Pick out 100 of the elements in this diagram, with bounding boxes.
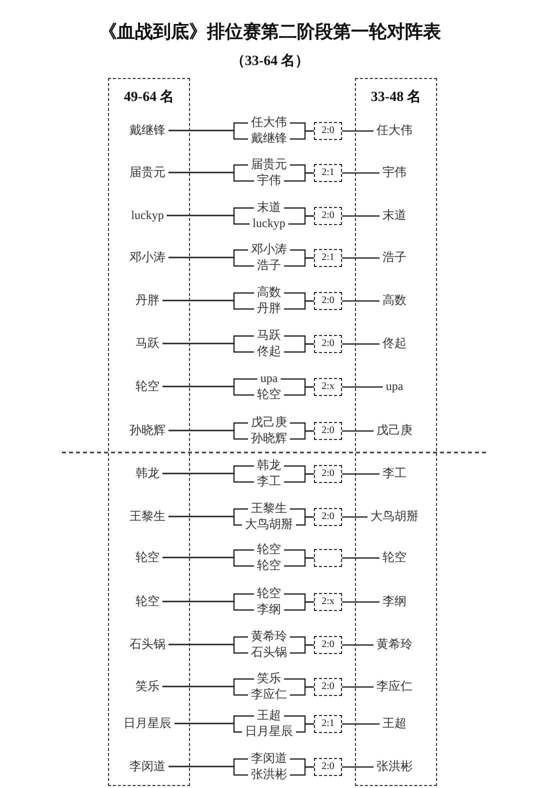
player-name: 丹胖 (257, 302, 281, 316)
player-name: 戊己庚 (251, 416, 287, 430)
player-name: 戴继锋 (130, 124, 166, 138)
score-box: 2:0 (314, 335, 342, 353)
player-name: 佟起 (257, 345, 281, 359)
bracket-line (162, 386, 254, 396)
player-name: upa (386, 380, 404, 394)
player-name: 高数 (257, 286, 281, 300)
player-name: 韩龙 (136, 466, 160, 480)
connector-line (342, 172, 380, 174)
bracket-line (284, 172, 314, 182)
player-name: 李纲 (382, 594, 406, 608)
score-box: 2:x (314, 593, 342, 611)
player-name: 李工 (382, 466, 406, 480)
player-name: 笑乐 (136, 680, 160, 694)
player-name: 笑乐 (257, 672, 281, 686)
bracket-line (290, 686, 314, 696)
bracket-line (296, 516, 314, 526)
connector-line (342, 257, 380, 259)
player-name: 日月星辰 (245, 725, 293, 739)
player-name: 黄希玲 (251, 630, 287, 644)
player-name: luckyp (252, 217, 286, 231)
player-name: 末道 (257, 201, 281, 215)
player-name: 轮空 (257, 559, 281, 573)
player-name: 届贵元 (251, 158, 287, 172)
player-name: 黄希玲 (376, 638, 412, 652)
player-name: 韩龙 (257, 459, 281, 473)
score-box: 2:0 (314, 465, 342, 483)
player-name: 轮空 (382, 550, 406, 564)
bracket-line (174, 722, 242, 733)
bracket-line (290, 430, 314, 440)
player-name: 日月星辰 (124, 716, 172, 730)
player-name: 戊己庚 (376, 424, 412, 438)
player-name: luckyp (131, 208, 164, 222)
connector-line (342, 601, 380, 603)
bracket-line (168, 430, 248, 440)
connector-line (342, 723, 380, 725)
connector-line (342, 343, 380, 345)
subtitle: （33-64 名） (230, 54, 310, 70)
bracket-line (162, 300, 254, 310)
bracket-line (168, 644, 248, 654)
bracket-line (284, 343, 314, 353)
player-name: 王超 (257, 709, 281, 723)
score-box: 2:1 (314, 249, 342, 267)
bracket-line (290, 130, 314, 140)
player-name: 邓小涛 (251, 243, 287, 257)
bracket-line (284, 386, 314, 396)
player-name: 轮空 (136, 380, 160, 394)
player-name: 任大伟 (376, 124, 412, 138)
bracket-line (168, 516, 242, 526)
title: 《血战到底》排位赛第二阶段第一轮对阵表 (99, 22, 441, 42)
player-name: 邓小涛 (130, 250, 166, 264)
player-name: 浩子 (257, 259, 281, 273)
player-name: 李应仁 (376, 680, 412, 694)
bracket-line (288, 215, 314, 225)
player-name: 大鸟胡掰 (370, 510, 418, 524)
score-box (314, 549, 342, 567)
player-name: 李工 (257, 475, 281, 489)
connector-line (342, 557, 380, 559)
score-box: 2:0 (314, 508, 342, 526)
bracket-line (284, 257, 314, 267)
connector-line (342, 644, 374, 646)
connector-line (342, 386, 383, 388)
player-name: 届贵元 (130, 166, 166, 180)
player-name: 大鸟胡掰 (245, 518, 293, 532)
player-name: 轮空 (257, 388, 281, 402)
bracket-line (162, 556, 254, 567)
bracket-line (284, 557, 314, 567)
player-name: 末道 (382, 208, 406, 222)
connector-line (342, 130, 374, 132)
connector-line (342, 516, 368, 518)
score-box: 2:1 (314, 715, 342, 733)
score-box: 2:0 (314, 422, 342, 440)
score-box: 2:0 (314, 636, 342, 654)
player-name: 王超 (382, 716, 406, 730)
player-name: 马跃 (257, 329, 281, 343)
bracket-line (290, 766, 314, 776)
column-box (355, 78, 437, 786)
player-name: 石头锅 (130, 638, 166, 652)
bracket-line (162, 686, 248, 696)
player-name: 轮空 (136, 594, 160, 608)
score-box: 2:0 (314, 758, 342, 776)
score-box: 2:0 (314, 207, 342, 225)
player-name: 孙晓辉 (130, 424, 166, 438)
column-heading: 49-64 名 (124, 89, 174, 106)
player-name: upa (260, 372, 278, 386)
bracket-line (284, 300, 314, 310)
player-name: 张洪彬 (376, 760, 412, 774)
score-box: 2:0 (314, 122, 342, 140)
bracket-line (166, 214, 250, 225)
bracket-line (168, 256, 254, 267)
score-box: 2:x (314, 378, 342, 396)
player-name: 佟起 (382, 336, 406, 350)
score-box: 2:0 (314, 678, 342, 696)
bracket-line (284, 601, 314, 611)
bracket-line (162, 600, 254, 611)
bracket-line (162, 472, 254, 483)
player-name: 李闵道 (251, 752, 287, 766)
bracket-line (284, 473, 314, 483)
connector-line (342, 215, 380, 217)
